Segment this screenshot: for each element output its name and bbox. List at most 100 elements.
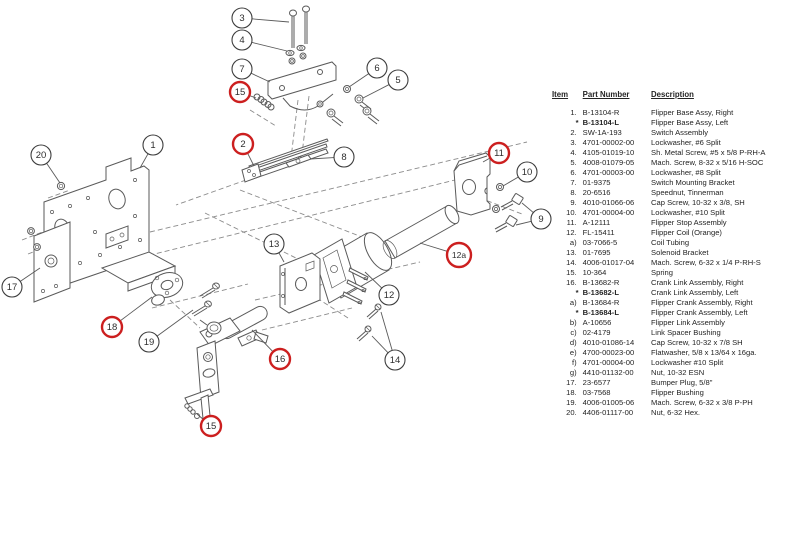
callout-18: 18 (100, 296, 153, 339)
svg-text:15: 15 (206, 421, 217, 432)
callout-circle (378, 284, 400, 306)
callout-10: 10 (502, 161, 538, 187)
callout-13: 13 (263, 233, 285, 263)
callout-circle (384, 349, 406, 371)
highlighted-callout-circle (228, 80, 252, 104)
callout-11: 11 (482, 141, 511, 165)
coil-assembly (279, 204, 460, 342)
callout-layer: 3 4 7 15 6 5 2 1 20 11 8 10 9 12a 13 12 17 18 19 16 14 15 (1, 7, 552, 438)
callout-circle (138, 331, 160, 353)
callout-7: 7 (231, 58, 271, 83)
svg-text:6: 6 (374, 63, 379, 74)
svg-text:17: 17 (7, 282, 18, 293)
svg-text:12a: 12a (452, 250, 466, 260)
svg-text:3: 3 (239, 13, 244, 24)
svg-text:12: 12 (384, 290, 395, 301)
highlighted-callout-circle (268, 347, 292, 371)
callout-5: 5 (362, 69, 409, 99)
parts-table: Item Part Number Description 1.B-13104-R… (552, 90, 798, 418)
callout-circle (231, 7, 253, 29)
callout-circle (366, 57, 388, 79)
svg-text:15: 15 (235, 87, 246, 98)
highlighted-callout-circle (445, 241, 473, 269)
svg-text:19: 19 (144, 337, 155, 348)
callout-circle (1, 276, 23, 298)
svg-text:4: 4 (239, 35, 244, 46)
callout-circle (231, 58, 253, 80)
callout-circle (263, 233, 285, 255)
crank-assembly (150, 272, 269, 430)
callout-circle (530, 208, 552, 230)
callout-6: 6 (348, 57, 388, 88)
callout-20: 20 (30, 144, 61, 184)
col-header-item: Item (552, 90, 569, 99)
svg-text:9: 9 (538, 214, 543, 225)
svg-text:18: 18 (107, 322, 118, 333)
callout-17: 17 (1, 267, 41, 298)
callout-circle (231, 29, 253, 51)
callout-12a: 12a (419, 241, 473, 269)
svg-text:8: 8 (341, 152, 346, 163)
switch-bracket-assembly (241, 5, 380, 183)
highlighted-callout-circle (199, 414, 223, 438)
highlighted-callout-circle (231, 132, 255, 156)
callout-12: 12 (364, 271, 400, 306)
callout-2: 2 (231, 132, 255, 167)
svg-text:20: 20 (36, 150, 47, 161)
callout-circle (142, 134, 164, 156)
callout-19: 19 (138, 309, 194, 353)
col-header-description: Description (651, 90, 694, 99)
svg-text:13: 13 (269, 239, 280, 250)
svg-text:10: 10 (522, 167, 533, 178)
svg-text:5: 5 (395, 75, 400, 86)
callout-3: 3 (231, 7, 290, 29)
highlighted-callout-circle (487, 141, 511, 165)
svg-text:1: 1 (150, 140, 155, 151)
callout-9: 9 (515, 202, 552, 230)
callout-circle (387, 69, 409, 91)
col-header-part-number: Part Number (582, 90, 630, 99)
callout-16: 16 (251, 329, 292, 371)
flipper-stop-assembly (453, 152, 524, 233)
callout-circle (30, 144, 52, 166)
callout-4: 4 (231, 29, 288, 52)
parts-table-header-row: Item Part Number Description (552, 90, 798, 108)
svg-text:16: 16 (275, 354, 286, 365)
highlighted-callout-circle (100, 315, 124, 339)
callout-15: 15 (228, 80, 257, 104)
callout-1: 1 (139, 134, 164, 169)
callout-14: 14 (371, 311, 406, 371)
callout-circle (333, 146, 355, 168)
flipper-base-plate (27, 157, 177, 303)
